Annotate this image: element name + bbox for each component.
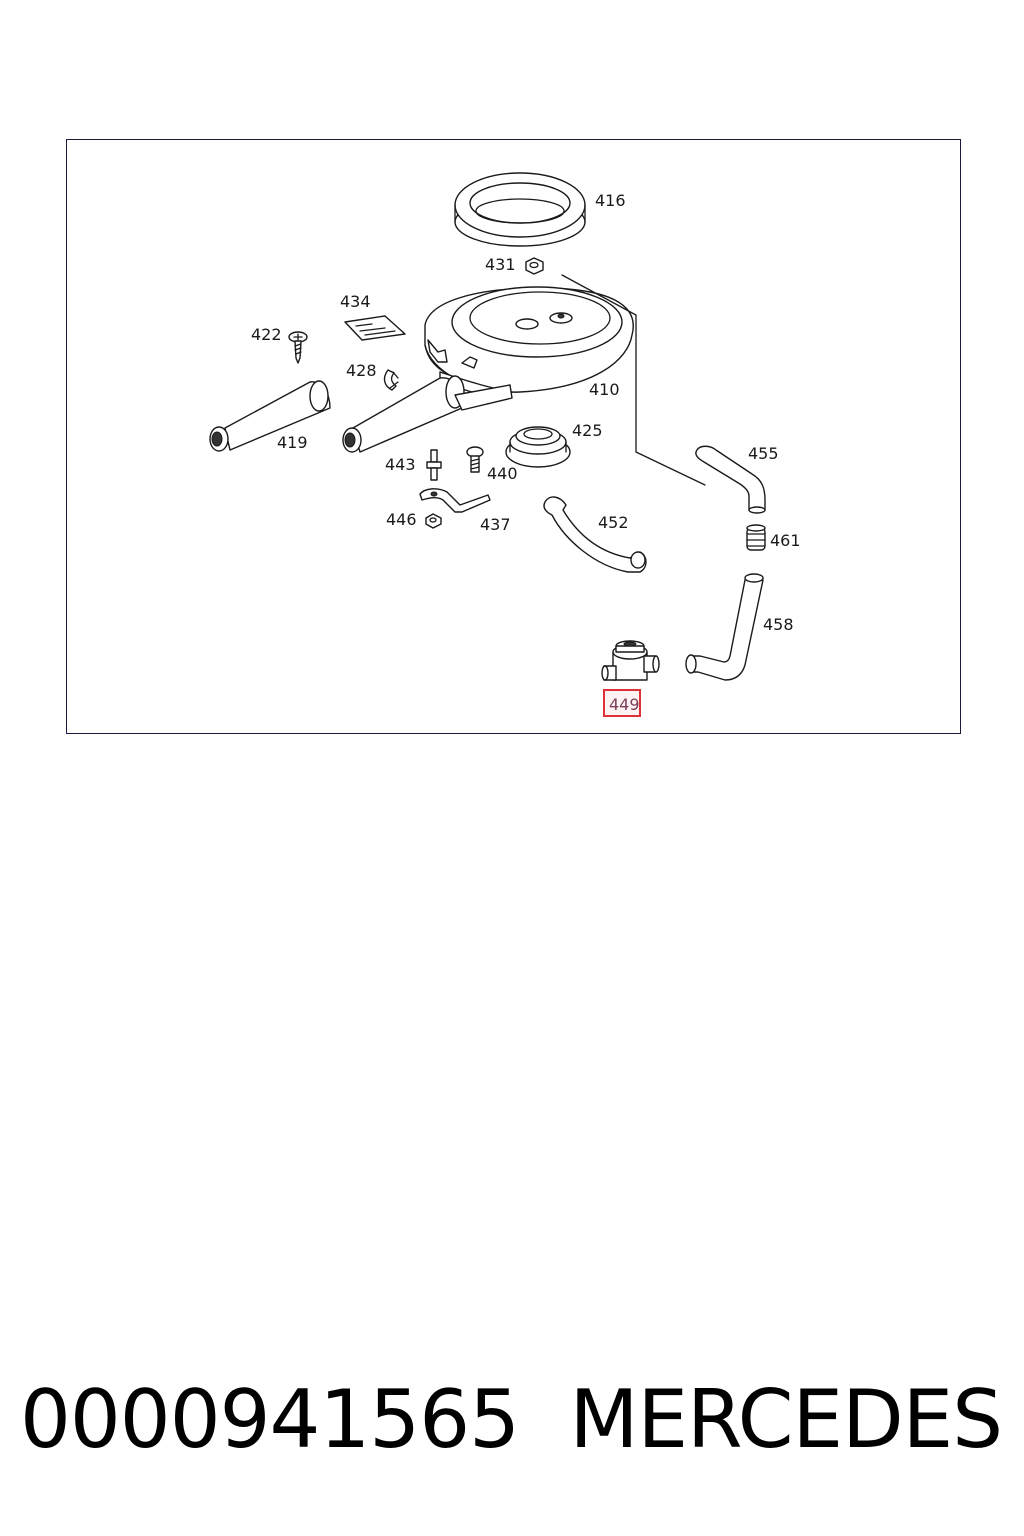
- part-419-intake-funnel[interactable]: [209, 380, 331, 452]
- label-419: 419: [277, 433, 308, 452]
- footer: 0000941565 MERCEDES: [0, 1370, 1024, 1470]
- part-449-valve[interactable]: [601, 640, 660, 681]
- label-458: 458: [763, 615, 794, 634]
- label-452: 452: [598, 513, 629, 532]
- label-455: 455: [748, 444, 779, 463]
- label-434: 434: [340, 292, 371, 311]
- label-410: 410: [589, 380, 620, 399]
- label-416: 416: [595, 191, 626, 210]
- label-446: 446: [386, 510, 417, 529]
- label-422: 422: [251, 325, 282, 344]
- part-461-connector[interactable]: [746, 524, 766, 551]
- part-number: 0000941565: [20, 1373, 520, 1466]
- part-440-bolt[interactable]: [466, 446, 484, 473]
- part-410-intake-snout[interactable]: [342, 375, 513, 453]
- label-443: 443: [385, 455, 416, 474]
- label-425: 425: [572, 421, 603, 440]
- label-449: 449: [609, 695, 640, 714]
- label-431: 431: [485, 255, 516, 274]
- part-416-filter-ring[interactable]: [454, 172, 586, 247]
- part-431-nut[interactable]: [525, 257, 544, 275]
- part-458-hose[interactable]: [685, 573, 764, 681]
- part-437-bracket[interactable]: [419, 488, 491, 513]
- part-446-nut[interactable]: [425, 513, 442, 529]
- label-428: 428: [346, 361, 377, 380]
- part-455-elbow-hose[interactable]: [561, 274, 766, 514]
- part-443-stud[interactable]: [426, 449, 442, 481]
- label-440: 440: [487, 464, 518, 483]
- highlight-box: [603, 689, 641, 717]
- label-437: 437: [480, 515, 511, 534]
- part-434-label[interactable]: [344, 315, 406, 341]
- brand-name: MERCEDES: [569, 1373, 1003, 1466]
- part-425-grommet[interactable]: [505, 426, 571, 468]
- part-452-hose[interactable]: [543, 496, 647, 573]
- highlighted-callout-449[interactable]: 449: [603, 689, 641, 717]
- part-422-screw[interactable]: [288, 331, 308, 364]
- part-428-clip[interactable]: [383, 369, 399, 391]
- label-461: 461: [770, 531, 801, 550]
